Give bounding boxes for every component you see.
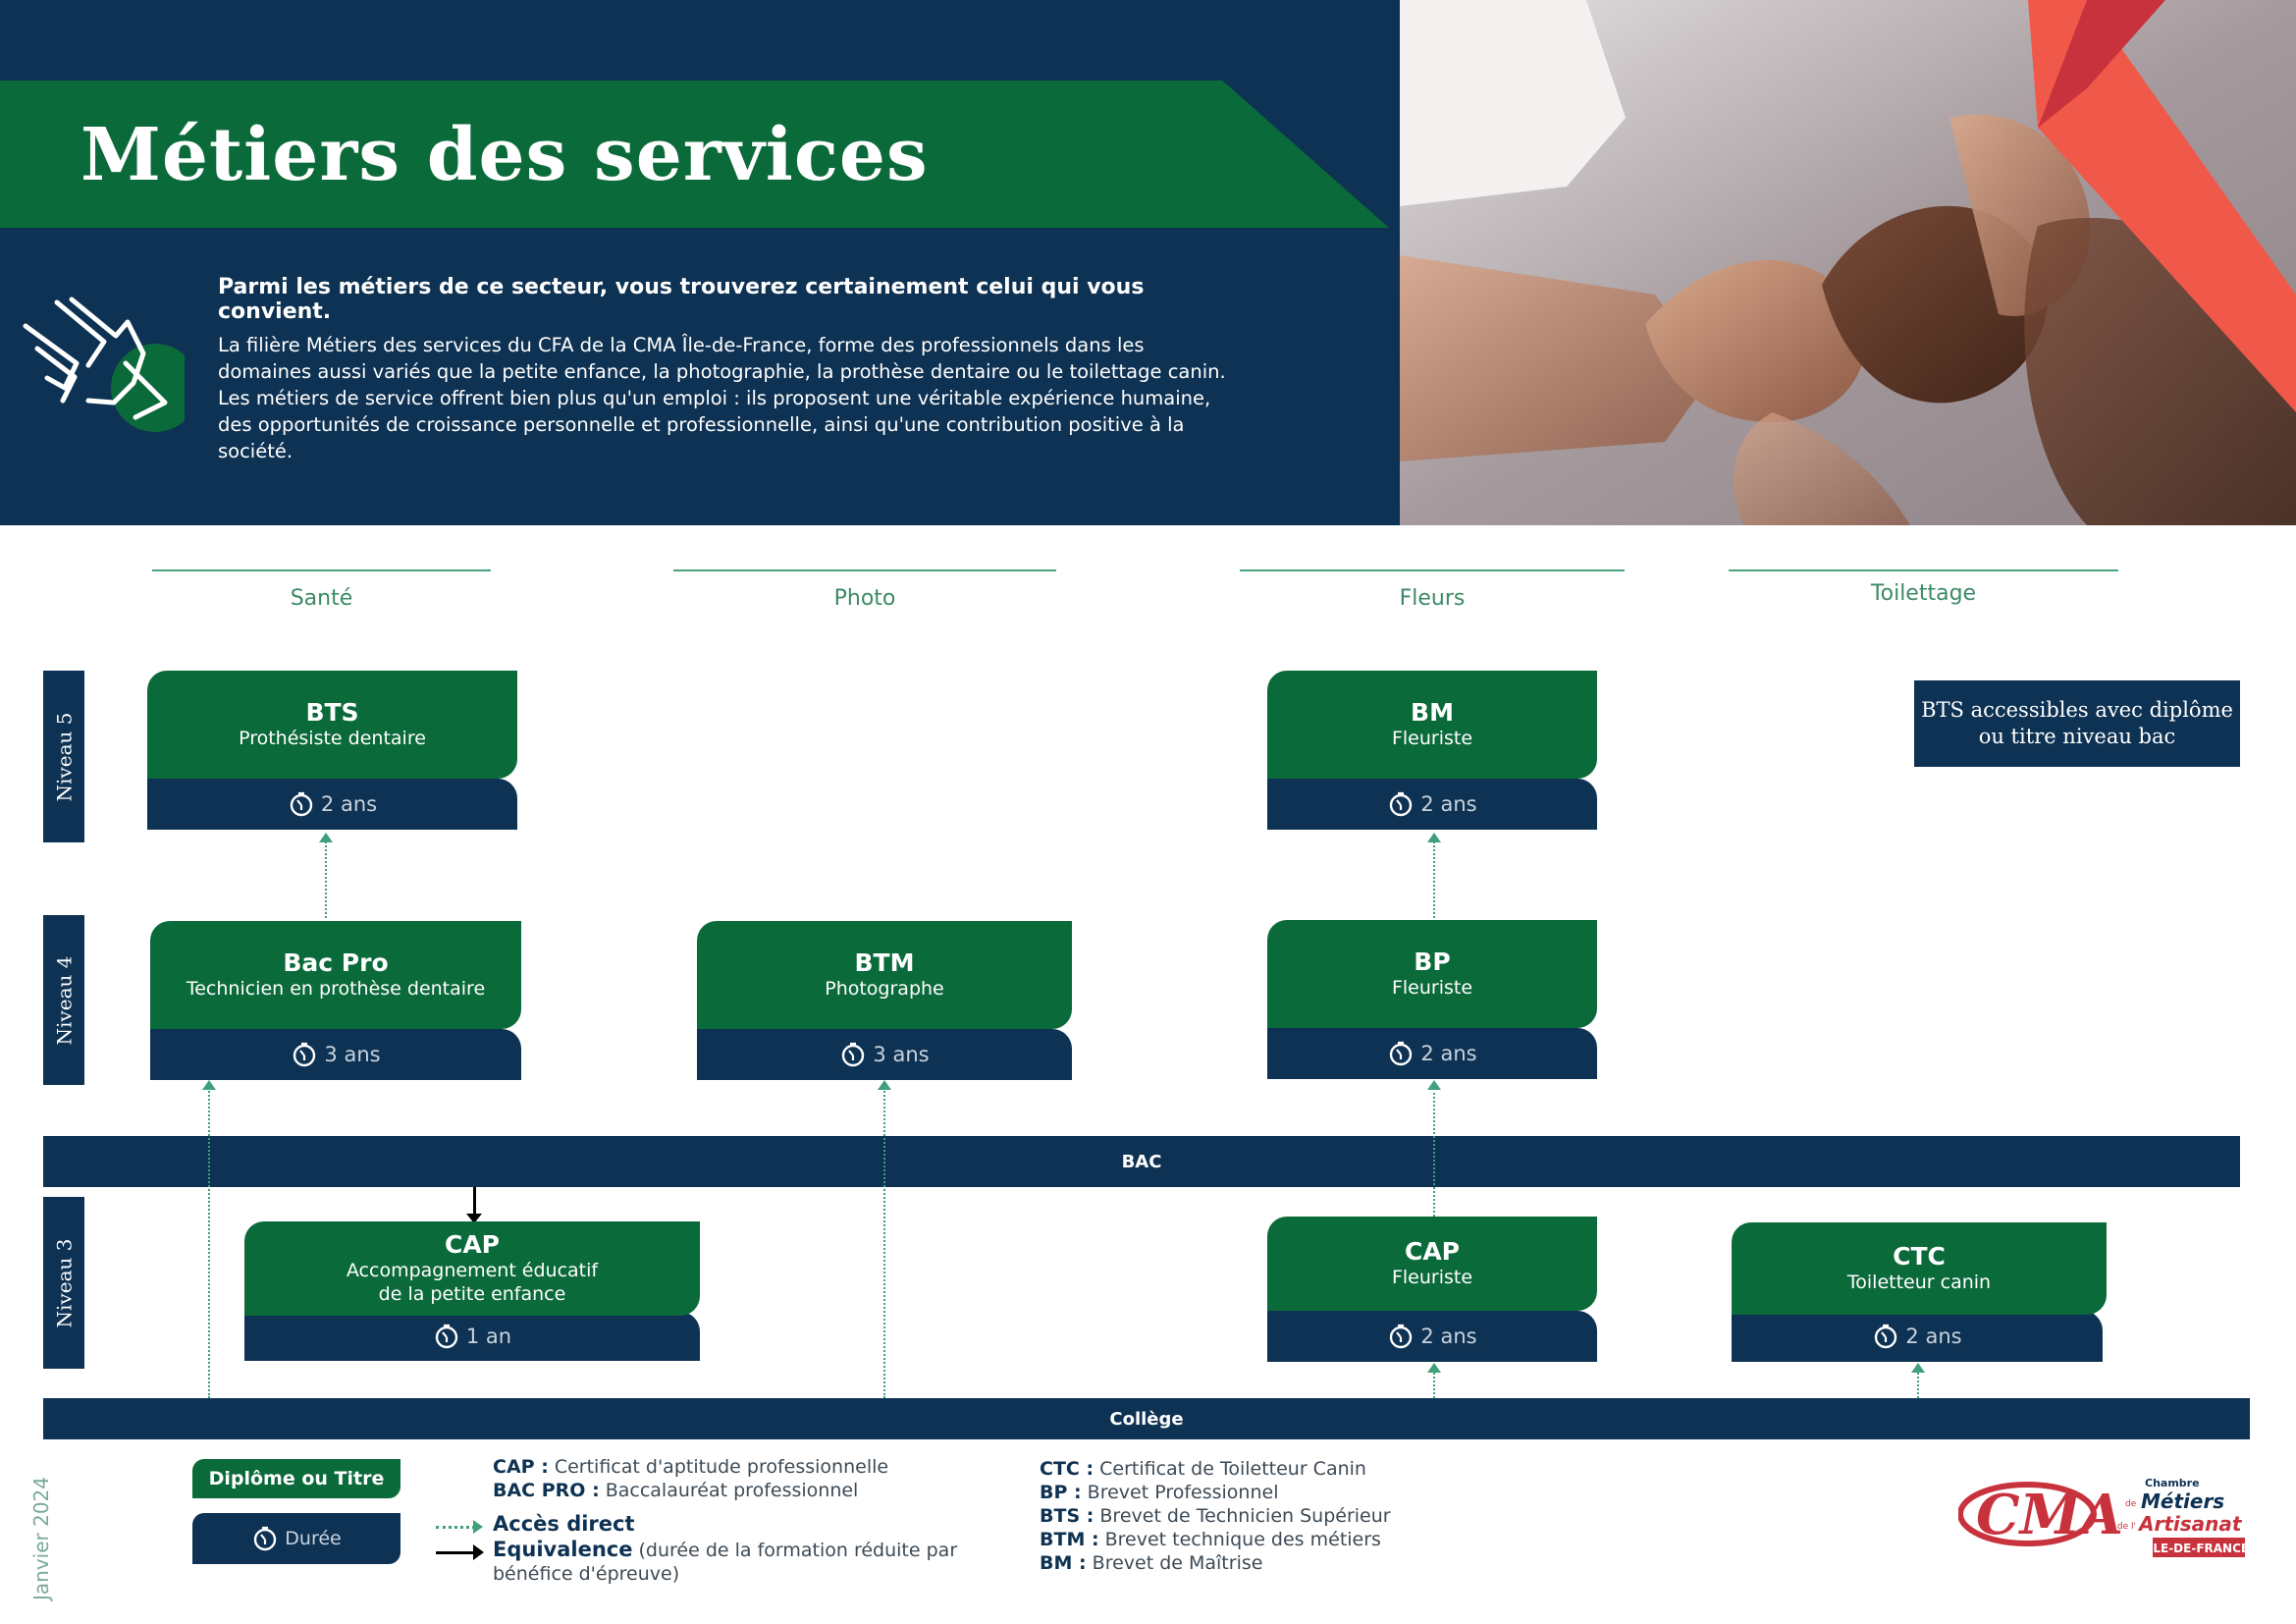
timer-icon	[1390, 791, 1413, 817]
college-bar: Collège	[43, 1398, 2250, 1439]
timer-icon	[1390, 1041, 1413, 1066]
level-niveau-4: Niveau 4	[43, 915, 84, 1085]
abbr-btm: BTM : Brevet technique des métiers	[1040, 1529, 1381, 1550]
timer-icon	[842, 1042, 865, 1067]
edition-date: Janvier 2024	[29, 1476, 53, 1600]
dotted-arrow-icon	[1427, 1363, 1441, 1373]
connector-dotted	[1433, 1370, 1435, 1398]
abbr-bm: BM : Brevet de Maîtrise	[1040, 1552, 1263, 1574]
svg-text:Métiers: Métiers	[2141, 1489, 2224, 1513]
connector-dotted	[1917, 1370, 1919, 1398]
legend-direct: Accès direct	[493, 1512, 635, 1536]
abbr-ctc: CTC : Certificat de Toiletteur Canin	[1040, 1458, 1366, 1480]
hands-photo	[1400, 0, 2296, 525]
connector-dotted	[883, 1088, 885, 1398]
dotted-arrow-icon	[202, 1080, 216, 1090]
connector-dotted	[1433, 1088, 1435, 1217]
category-line	[673, 569, 1056, 571]
dotted-arrow-icon	[1427, 833, 1441, 842]
category-photo: Photo	[833, 586, 896, 611]
dotted-arrow-icon	[878, 1080, 891, 1090]
dotted-arrow-icon	[1911, 1363, 1925, 1373]
bts-note: BTS accessibles avec diplôme ou titre ni…	[1914, 680, 2240, 767]
timer-icon	[435, 1324, 458, 1349]
connector-dotted	[1433, 841, 1435, 918]
dotted-arrow-icon	[1427, 1080, 1441, 1090]
svg-text:ÎLE-DE-FRANCE: ÎLE-DE-FRANCE	[2149, 1541, 2249, 1555]
category-sante: Santé	[290, 586, 353, 611]
level-niveau-5: Niveau 5	[43, 671, 84, 842]
connector-dotted	[208, 1088, 210, 1398]
bac-bar: BAC	[43, 1136, 2240, 1187]
abbr-bts: BTS : Brevet de Technicien Supérieur	[1040, 1505, 1391, 1527]
connector-solid	[473, 1187, 476, 1217]
abbr-cap: CAP : Certificat d'aptitude professionne…	[493, 1456, 889, 1478]
hands-icon	[23, 297, 185, 432]
category-line	[152, 569, 491, 571]
category-fleurs: Fleurs	[1399, 586, 1466, 611]
legend-diploma: Diplôme ou Titre	[192, 1459, 400, 1498]
title-band	[0, 81, 1389, 228]
legend-solid-line	[436, 1551, 475, 1554]
abbr-bacpro: BAC PRO : Baccalauréat professionnel	[493, 1480, 859, 1501]
svg-text:Artisanat: Artisanat	[2137, 1512, 2243, 1536]
legend-dotted-line	[436, 1526, 475, 1529]
timer-icon	[290, 791, 313, 817]
timer-icon	[1390, 1324, 1413, 1349]
legend-duration: Durée	[192, 1513, 400, 1564]
category-line	[1240, 569, 1625, 571]
svg-text:et de l': et de l'	[2106, 1522, 2136, 1532]
category-line	[1729, 569, 2118, 571]
timer-icon	[294, 1042, 316, 1067]
solid-arrow-icon	[466, 1214, 482, 1223]
cma-logo-mark: CMA Chambre de Métiers et de l' Artisana…	[1957, 1477, 2249, 1557]
intro-body: La filière Métiers des services du CFA d…	[218, 334, 1226, 462]
solid-arrow-icon	[473, 1544, 484, 1560]
abbr-bp: BP : Brevet Professionnel	[1040, 1482, 1279, 1503]
connector-dotted	[325, 841, 327, 918]
dotted-arrow-icon	[319, 833, 333, 842]
legend-equivalence: Equivalence (durée de la formation rédui…	[493, 1538, 958, 1585]
page-title: Métiers des services	[80, 113, 929, 197]
svg-text:Chambre: Chambre	[2145, 1477, 2200, 1489]
intro-heading: Parmi les métiers de ce secteur, vous tr…	[218, 275, 1145, 324]
svg-text:de: de	[2125, 1499, 2137, 1509]
category-toilettage: Toilettage	[1870, 581, 1977, 606]
timer-icon	[254, 1526, 277, 1551]
dotted-arrow-icon	[473, 1520, 483, 1534]
timer-icon	[1875, 1324, 1897, 1349]
svg-text:CMA: CMA	[1976, 1483, 2123, 1547]
hands-photo-illustration	[1400, 0, 2296, 525]
cma-logo: CMA Chambre de Métiers et de l' Artisana…	[1957, 1473, 2253, 1581]
level-niveau-3: Niveau 3	[43, 1197, 84, 1369]
